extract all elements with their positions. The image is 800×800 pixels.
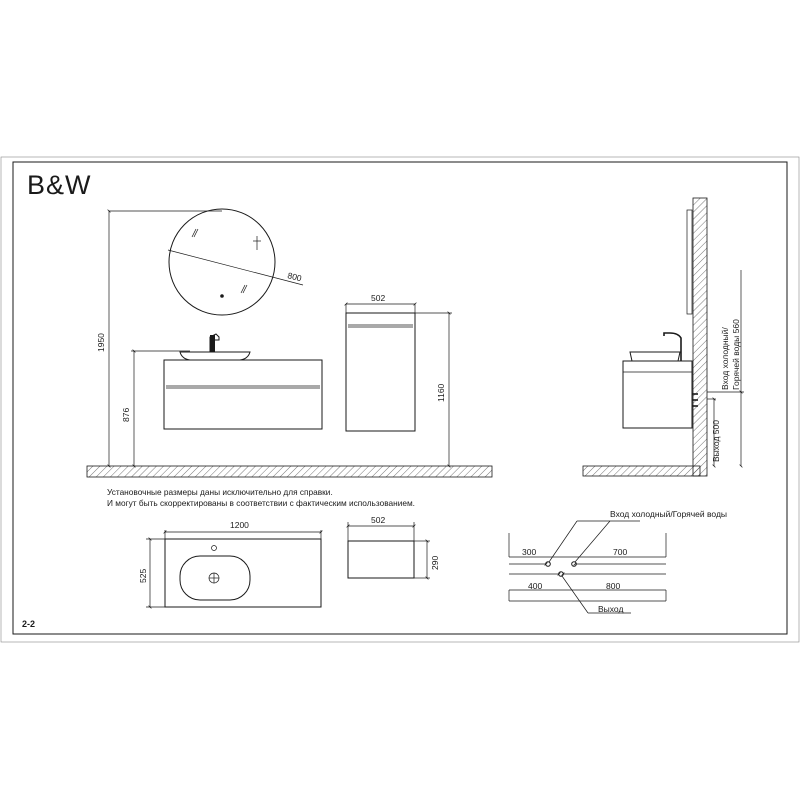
outlet-right-label: 800 (606, 581, 620, 591)
outer-frame (0, 156, 800, 643)
pencil-case-width-label: 502 (371, 293, 385, 303)
vanity-cabinet (163, 359, 323, 430)
inlet-height-label-2: Горячей воды 560 (731, 319, 741, 390)
outlet-title: Выход (598, 604, 623, 614)
basin-plan (179, 555, 251, 601)
pencil-case-plan (347, 540, 415, 579)
side-cabinet (622, 360, 693, 429)
vessel-basin (179, 351, 251, 361)
floor-slab (86, 465, 493, 478)
pencil-case-plan-width-label: 502 (371, 515, 385, 525)
inlet-title: Вход холодный/Горячей воды (610, 509, 727, 519)
mirror-symbols (191, 228, 261, 298)
plan-view: 1200 525 502 290 (138, 515, 440, 609)
inlet-right-label: 700 (613, 547, 627, 557)
connections-diagram: 300 700 Вход холодный/Горячей воды 400 8… (508, 509, 727, 614)
pencil-case-depth-label: 290 (430, 556, 440, 570)
round-mirror (168, 208, 276, 316)
sheet-number: 2-2 (22, 619, 35, 629)
mirror-diameter-leader (167, 249, 304, 286)
mirror-height-label: 1950 (96, 333, 106, 352)
outlet-left-label: 400 (528, 581, 542, 591)
side-mirror (686, 209, 693, 315)
sink-height-label: 876 (121, 408, 131, 422)
pencil-case-height-label: 1160 (436, 383, 446, 402)
note-line-1: Установочные размеры даны исключительно … (107, 487, 333, 497)
inner-frame (12, 161, 788, 635)
outlet-height-label: Выход 500 (711, 420, 721, 462)
side-view: Выход 500 Вход холодный/ Горячей воды 56… (582, 197, 744, 477)
side-faucet (663, 332, 682, 361)
inlet-hot (571, 561, 577, 567)
side-wall (692, 197, 708, 477)
side-basin (629, 351, 681, 362)
inlet-cold (545, 561, 551, 567)
vanity-width-label: 1200 (230, 520, 249, 530)
outlet-drain (558, 571, 564, 577)
pencil-case (345, 312, 416, 432)
tap-hole (211, 545, 217, 551)
brand-logo: B&W (27, 170, 92, 200)
note-line-2: И могут быть скорректированы в соответст… (107, 498, 415, 508)
vanity-top-plan (164, 538, 322, 608)
inlet-left-label: 300 (522, 547, 536, 557)
side-floor (582, 465, 701, 477)
front-view: 800 1950 876 502 1160 Установочные разме… (86, 208, 493, 508)
mirror-diameter-label: 800 (287, 270, 303, 283)
inlet-height-label-1: Вход холодный/ (720, 327, 730, 390)
vanity-depth-label: 525 (138, 569, 148, 583)
